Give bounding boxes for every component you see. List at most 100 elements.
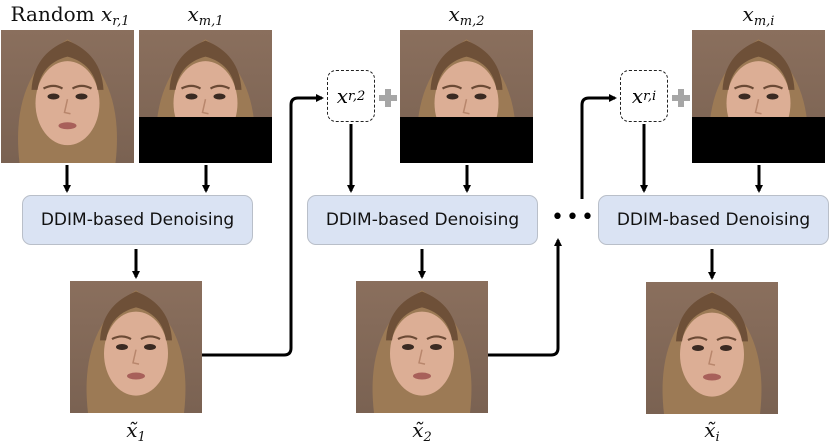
label-random-x-r1: Random xr,1 [0,2,140,29]
black-mask [692,117,825,163]
eye-left [738,93,751,100]
arrow-output2-to-ellipsis [488,238,562,357]
face-image-masked-2 [400,30,533,163]
eyebrow-right [716,336,737,342]
subscript: r,1 [112,14,130,29]
subscript: r,2 [348,88,366,104]
eye-right [430,344,442,350]
hair-top [722,40,795,90]
face-illustration [1,30,134,163]
symbol-x: x [742,2,754,26]
eye-right [766,93,779,100]
symbol-x: x [631,84,644,108]
eyebrow-right [71,84,93,90]
symbol-x-tilde: x̃ [126,418,138,442]
eye-right [720,345,732,351]
eyebrow-left [733,84,755,90]
label-x-tilde-i: x̃i [646,418,778,445]
eye-right [144,344,156,350]
hair-top [100,291,172,341]
eyebrow-left [397,335,418,341]
black-mask [400,117,533,163]
face-image-masked-i [692,30,825,163]
symbol-x: x [336,84,349,108]
ddim-denoising-label: DDIM-based Denoising [616,210,811,230]
lips [58,122,77,130]
eye-left [47,93,60,100]
eye-left [116,344,128,350]
symbol-x: x [101,2,113,26]
eyebrow-left [687,336,708,342]
plus-icon [671,88,691,108]
face-illustration [70,281,202,413]
eye-left [185,93,198,100]
eyebrow-left [42,84,64,90]
subscript: m,1 [198,14,224,29]
subscript: 2 [423,430,432,445]
symbol-x: x [448,2,460,26]
subscript: 1 [137,430,146,445]
nose [63,98,71,115]
lips [703,373,721,381]
eye-right [474,93,487,100]
nose [462,98,470,115]
face-image-output-i [646,282,778,414]
face-image-random-1 [1,30,134,163]
hair-top [31,40,104,90]
face-image-masked-1 [139,30,272,163]
subscript: r,i [643,88,657,104]
hair-top [169,40,242,90]
label-x-tilde-1: x̃1 [70,418,202,445]
subscript: i [715,430,720,445]
ddim-denoising-block-1: DDIM-based Denoising [22,195,253,245]
eyebrow-right [426,335,447,341]
plus-icon [378,88,398,108]
nose [708,350,716,366]
face-skin [104,311,168,396]
lips [413,372,431,380]
lips [127,372,145,380]
ellipsis-dots: ••• [551,205,596,230]
arrow-ellipsis-to-xri [580,94,617,199]
subscript: m,2 [459,14,485,29]
eyebrow-left [180,84,202,90]
face-skin [390,311,454,396]
eyebrow-left [441,84,463,90]
face-illustration [356,281,488,413]
ddim-denoising-block-2: DDIM-based Denoising [307,195,538,245]
eyebrow-right [140,335,161,341]
black-mask [139,117,272,163]
ddim-denoising-label: DDIM-based Denoising [325,210,520,230]
eye-right [213,93,226,100]
hair-top [386,291,458,341]
face-skin [35,61,100,146]
random-prefix: Random [10,2,95,26]
eyebrow-right [762,84,784,90]
face-image-output-1 [70,281,202,413]
eye-right [75,93,88,100]
hair-top [430,40,503,90]
face-illustration [646,282,778,414]
symbol-x-tilde: x̃ [704,418,716,442]
eye-left [446,93,459,100]
face-image-output-2 [356,281,488,413]
nose [132,349,140,365]
label-x-tilde-2: x̃2 [356,418,488,445]
eyebrow-right [470,84,492,90]
nose [418,349,426,365]
eyebrow-right [209,84,231,90]
eye-left [692,345,704,351]
symbol-x: x [187,2,199,26]
subscript: m,i [753,14,775,29]
ddim-denoising-block-i: DDIM-based Denoising [598,195,829,245]
eye-left [402,344,414,350]
ddim-denoising-label: DDIM-based Denoising [40,210,235,230]
hair-top [676,292,748,342]
label-x-m1: xm,1 [139,2,272,29]
label-x-mi: xm,i [692,2,825,29]
symbol-x-tilde: x̃ [412,418,424,442]
eyebrow-left [111,335,132,341]
label-x-m2: xm,2 [400,2,533,29]
